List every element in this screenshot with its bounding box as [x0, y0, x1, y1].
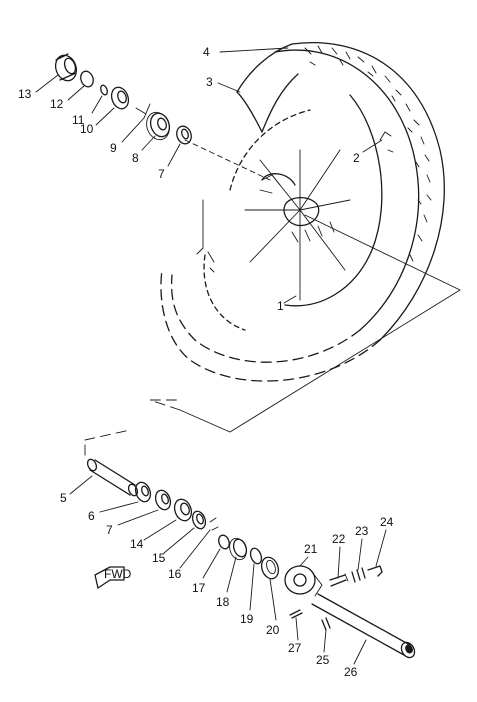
part-labels: 4 3 2 1 13 12 11 10 9 8 7 5 6 7 14 15 16… [18, 45, 394, 679]
tire-tread [304, 45, 432, 262]
label-12: 12 [50, 97, 64, 111]
label-16: 16 [168, 567, 182, 581]
label-9: 9 [110, 141, 117, 155]
label-21: 21 [304, 542, 318, 556]
label-7-lower: 7 [106, 523, 113, 537]
part-21-shape [284, 565, 316, 595]
label-4: 4 [203, 45, 210, 59]
part-5-shape [89, 459, 136, 496]
tire-inner-edge [274, 49, 420, 331]
label-5: 5 [60, 491, 67, 505]
label-19: 19 [240, 612, 254, 626]
part-23-shape [351, 567, 366, 583]
part-14-shape [173, 498, 193, 522]
tire-lower-edge [160, 269, 381, 382]
label-27: 27 [288, 641, 302, 655]
part-19-shape [249, 547, 263, 565]
part-25-shape [321, 617, 331, 631]
wheel-assembly [149, 42, 461, 433]
label-26: 26 [344, 665, 358, 679]
part-22-shape [329, 574, 347, 587]
label-22: 22 [332, 532, 346, 546]
part-27-shape [289, 609, 303, 619]
part-7-lower-shape [154, 489, 172, 511]
label-23: 23 [355, 524, 369, 538]
part-17-shape [218, 534, 230, 550]
label-11: 11 [72, 113, 85, 127]
part-26-shape [311, 593, 411, 656]
tire-cross-section [236, 43, 293, 93]
label-24: 24 [380, 515, 394, 529]
part-20-shape [260, 556, 280, 580]
part-10-shape [110, 86, 130, 110]
label-13: 13 [18, 87, 32, 101]
part-7-upper-shape [176, 125, 192, 145]
label-2: 2 [353, 151, 360, 165]
label-14: 14 [130, 537, 144, 551]
axle-plane-outline [179, 214, 461, 433]
fwd-arrow-badge: FWD [94, 566, 132, 589]
label-3: 3 [206, 75, 213, 89]
part-16-shape [209, 517, 219, 531]
wheel-rim-spokes [203, 94, 383, 331]
upper-hub-parts [54, 53, 192, 145]
part-11-shape [100, 84, 108, 96]
part-6-shape [134, 481, 152, 503]
tire-inner-lower [170, 274, 361, 363]
label-7-upper: 7 [158, 167, 165, 181]
fwd-text: FWD [104, 567, 132, 581]
part-24-shape [367, 565, 383, 577]
label-18: 18 [216, 595, 230, 609]
tire-outer-edge [291, 42, 445, 341]
label-8: 8 [132, 151, 139, 165]
label-17: 17 [192, 581, 206, 595]
axle-leader-upper [184, 139, 271, 181]
label-15: 15 [152, 551, 166, 565]
label-1: 1 [277, 299, 284, 313]
part-9-shape [135, 103, 151, 119]
label-6: 6 [88, 509, 95, 523]
label-10: 10 [80, 122, 94, 136]
part-15-shape [191, 510, 207, 530]
label-20: 20 [266, 623, 280, 637]
part-12-shape [80, 70, 94, 88]
label-25: 25 [316, 653, 330, 667]
leader-lines [35, 47, 387, 665]
lower-axle-parts [84, 429, 416, 659]
